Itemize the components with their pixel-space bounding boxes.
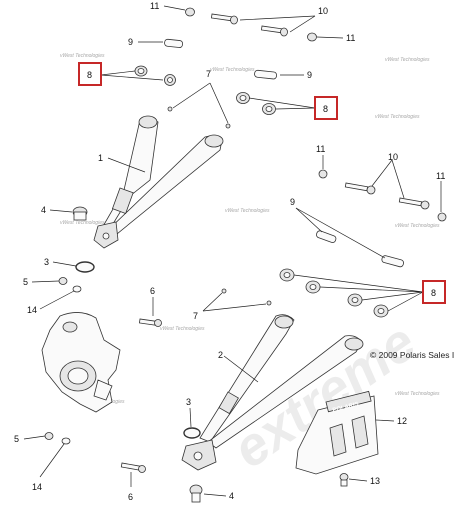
- callout-11: 11: [346, 33, 355, 43]
- bushing-8-top-right: [236, 92, 276, 115]
- callout-9: 9: [307, 70, 312, 80]
- bushing-9-top: [164, 38, 184, 48]
- watermark-small: vWest Technologies: [395, 391, 440, 397]
- callout-11: 11: [316, 144, 325, 154]
- callout-1: 1: [98, 153, 103, 163]
- callout-6: 6: [150, 286, 155, 296]
- callout-9: 9: [290, 197, 295, 207]
- washer-14-upper: [72, 285, 82, 293]
- bushing-8-right: [279, 268, 389, 318]
- highlight-box-8: [314, 96, 338, 120]
- nut-11-right: [437, 212, 447, 222]
- watermark-small: vWest Technologies: [60, 220, 105, 226]
- watermark-small: vWest Technologies: [225, 208, 270, 214]
- callout-2: 2: [218, 350, 223, 360]
- callout-11: 11: [150, 1, 159, 11]
- callout-4: 4: [229, 491, 234, 501]
- bolt-6-lower: [120, 462, 146, 473]
- highlight-box-8: [78, 62, 102, 86]
- watermark-small: vWest Technologies: [210, 67, 255, 73]
- nut-11-top-right: [307, 32, 317, 42]
- callout-14: 14: [32, 482, 42, 492]
- skid-plate-12: POLARIS: [295, 390, 379, 475]
- copyright-text: © 2009 Polaris Sales I: [370, 350, 454, 360]
- callout-3: 3: [186, 397, 191, 407]
- callout-13: 13: [370, 476, 380, 486]
- watermark-small: vWest Technologies: [160, 326, 205, 332]
- callout-7: 7: [193, 311, 198, 321]
- steering-knuckle: [41, 312, 121, 413]
- callout-6: 6: [128, 492, 133, 502]
- nut-11-right-top: [318, 169, 328, 179]
- grease-fitting-7-top: [167, 106, 231, 129]
- bolt-13: [339, 473, 349, 487]
- upper-a-arm-1: [93, 115, 224, 249]
- callout-3: 3: [44, 257, 49, 267]
- bolt-10-top-b: [260, 25, 288, 37]
- snap-ring-3-upper: [75, 261, 95, 273]
- bolt-10-right-a: [344, 182, 376, 195]
- nut-11-top-left: [185, 7, 195, 17]
- callout-8: 8: [87, 70, 92, 80]
- bolt-10-top-a: [210, 13, 238, 25]
- watermark-small: vWest Technologies: [385, 57, 430, 63]
- watermark-small: vWest Technologies: [395, 223, 440, 229]
- callout-5: 5: [23, 277, 28, 287]
- grease-fitting-7-lower: [221, 288, 272, 306]
- lower-a-arm-2: [181, 314, 364, 471]
- ball-joint-4-lower: [189, 484, 203, 503]
- callout-8: 8: [323, 104, 328, 114]
- watermark-small: vWest Technologies: [375, 114, 420, 120]
- callout-9: 9: [128, 37, 133, 47]
- bolt-10-right-b: [398, 197, 430, 210]
- callout-8: 8: [431, 288, 436, 298]
- callout-10: 10: [388, 152, 398, 162]
- callout-5: 5: [14, 434, 19, 444]
- callout-7: 7: [206, 69, 211, 79]
- bushing-9-mid: [254, 69, 277, 80]
- callout-11: 11: [436, 171, 445, 181]
- bushing-8-top-left: [134, 65, 176, 86]
- washer-14-lower: [61, 437, 71, 445]
- watermark-small: vWest Technologies: [60, 53, 105, 59]
- callout-12: 12: [397, 416, 407, 426]
- ball-joint-4-upper: [72, 206, 88, 221]
- snap-ring-3-lower: [183, 427, 201, 439]
- bolt-6-upper: [138, 318, 162, 327]
- nut-5-lower: [44, 432, 54, 440]
- callout-4: 4: [41, 205, 46, 215]
- bushing-9-right: [316, 230, 404, 268]
- callout-14: 14: [27, 305, 37, 315]
- callout-10: 10: [318, 6, 328, 16]
- highlight-box-8: [422, 280, 446, 304]
- nut-5-upper: [58, 277, 68, 285]
